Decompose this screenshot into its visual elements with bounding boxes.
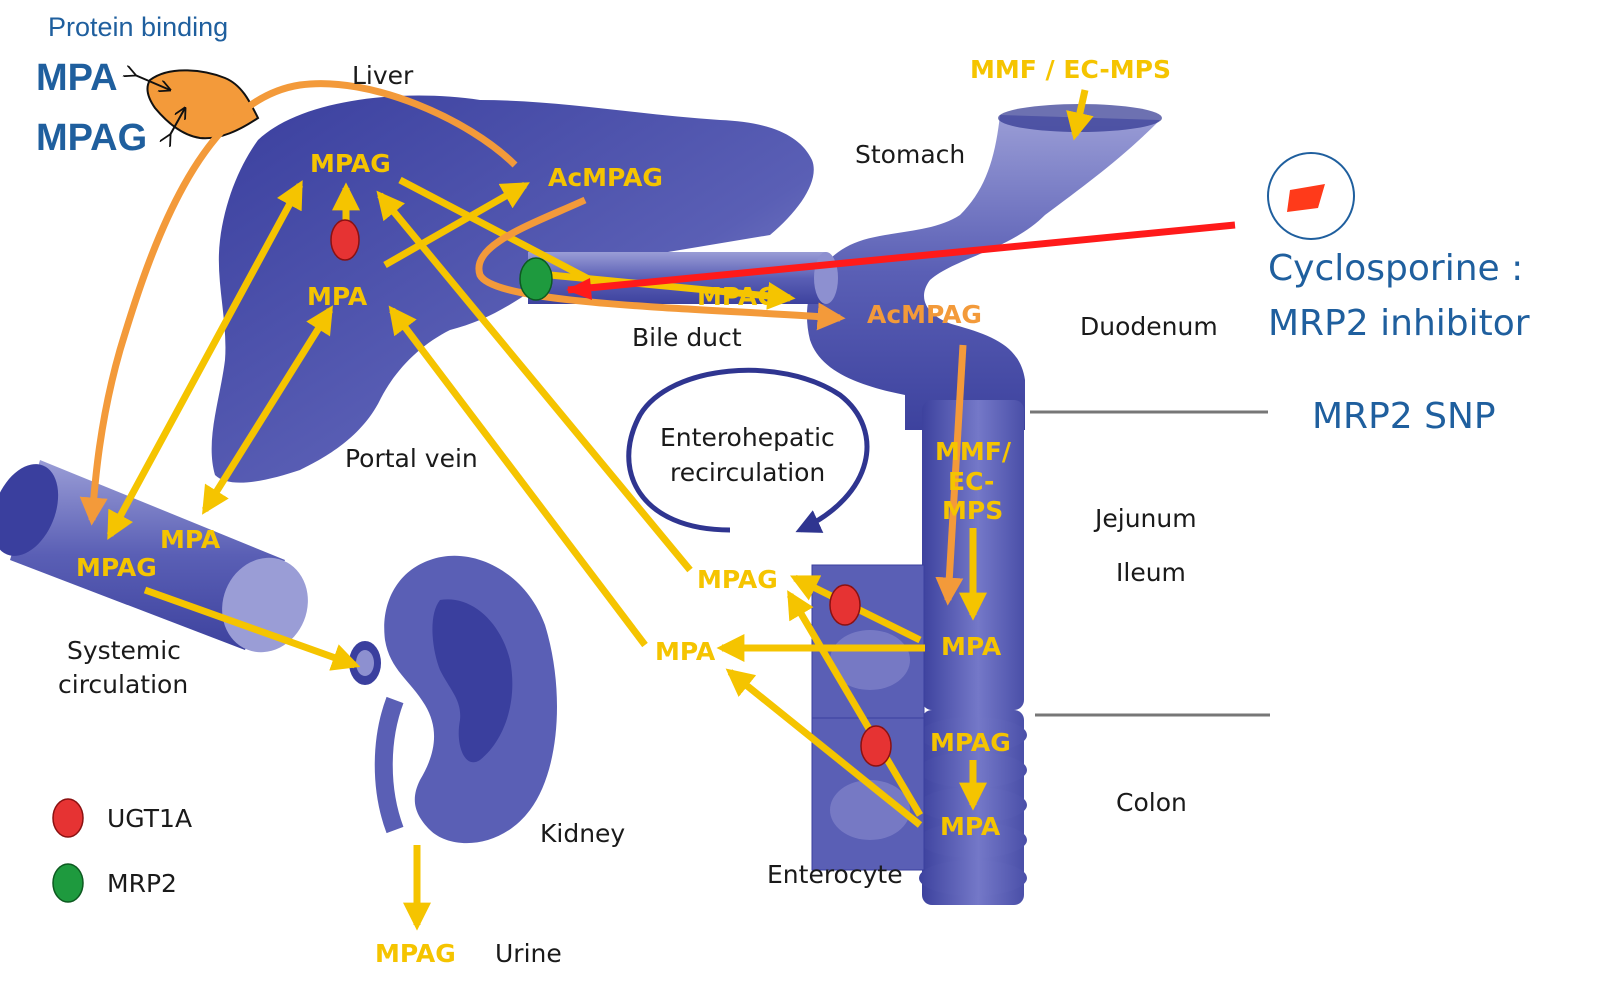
protein-blob [148, 70, 258, 138]
ileum-label: Ileum [1116, 558, 1186, 587]
systemic-label-2: circulation [58, 670, 188, 699]
duodenum-acmpag-label: AcMPAG [867, 300, 982, 329]
bile-mpag-label: MPAG [697, 282, 778, 311]
legend: UGT1A MRP2 [53, 799, 192, 902]
jejunum-label: Jejunum [1093, 504, 1197, 533]
mrp2-snp-label: MRP2 SNP [1312, 396, 1496, 437]
legend-ugt1a-label: UGT1A [107, 804, 192, 833]
kidney-label: Kidney [540, 819, 625, 848]
colon-mpa-label: MPA [940, 812, 1001, 841]
protein-mpa-label: MPA [36, 57, 118, 99]
cyclosporine-label-1: Cyclosporine : [1268, 248, 1523, 289]
entero-mpag-label: MPAG [697, 565, 778, 594]
protein-binding-label: Protein binding [48, 12, 228, 42]
intestine-mpa-label: MPA [941, 632, 1002, 661]
portal-vein-label: Portal vein [345, 444, 478, 473]
mmf-top-label: MMF / EC-MPS [970, 55, 1171, 84]
duodenum-label: Duodenum [1080, 312, 1218, 341]
cycle-label-2: recirculation [670, 458, 825, 487]
kidney [349, 556, 557, 843]
systemic-label-1: Systemic [67, 636, 181, 665]
cycle-label-1: Enterohepatic [660, 423, 835, 452]
systemic-mpa-label: MPA [160, 525, 221, 554]
ugt1a-enterocyte-marker-2 [861, 726, 891, 766]
colon-mpag-label: MPAG [930, 728, 1011, 757]
cyclosporine-label-2: MRP2 inhibitor [1268, 303, 1530, 344]
intestine-mmf-label-3: MPS [942, 496, 1003, 525]
liver-acmpag-label: AcMPAG [548, 163, 663, 192]
stomach-label: Stomach [855, 140, 965, 169]
ugt1a-enterocyte-marker-1 [830, 585, 860, 625]
legend-mrp2-swatch [53, 864, 83, 902]
liver-mpag-label: MPAG [310, 149, 391, 178]
legend-ugt1a-swatch [53, 799, 83, 837]
bile-duct-label: Bile duct [632, 323, 742, 352]
systemic-mpag-label: MPAG [76, 553, 157, 582]
entero-mpa-label: MPA [655, 637, 716, 666]
enterocyte-label: Enterocyte [767, 860, 903, 889]
mrp2-liver-marker [520, 258, 552, 300]
liver-mpa-label: MPA [307, 282, 368, 311]
intestine-mmf-label-1: MMF/ [935, 437, 1012, 466]
urine-label: Urine [495, 939, 562, 968]
legend-mrp2-label: MRP2 [107, 869, 177, 898]
colon-label: Colon [1116, 788, 1187, 817]
intestine-mmf-label-2: EC- [948, 467, 994, 496]
urine-mpag-label: MPAG [375, 939, 456, 968]
ugt1a-liver-marker [331, 220, 359, 260]
liver-label: Liver [352, 61, 414, 90]
protein-mpag-label: MPAG [36, 117, 147, 159]
